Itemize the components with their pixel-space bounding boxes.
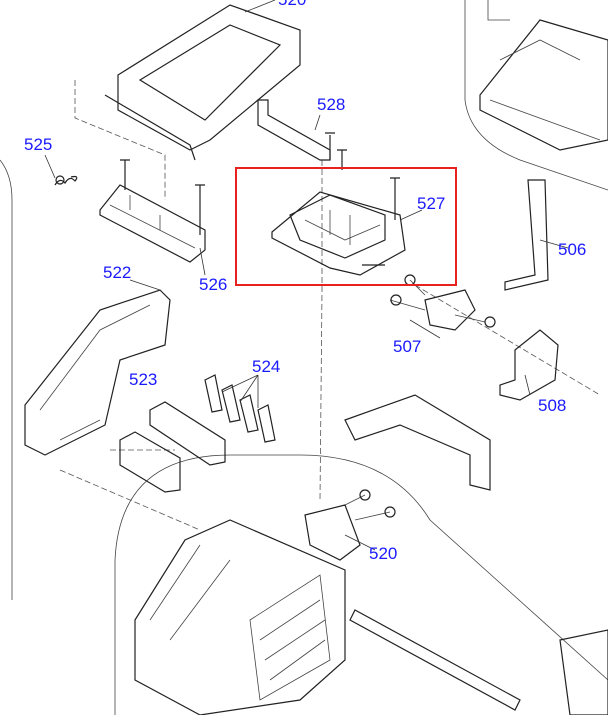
part-508-bracket — [499, 329, 559, 401]
part-528-cable — [257, 99, 347, 170]
part-506-cable — [504, 179, 549, 291]
part-507-sensor — [389, 274, 496, 331]
part-520-board — [304, 489, 396, 561]
label-527[interactable]: 527 — [417, 194, 446, 213]
label-525[interactable]: 525 — [24, 135, 53, 154]
label-528[interactable]: 528 — [317, 95, 346, 114]
frame-bottom-curve — [114, 454, 608, 715]
part-bottom-right — [559, 629, 608, 715]
label-top-clipped: 520 — [278, 0, 306, 8]
label-508[interactable]: 508 — [538, 396, 567, 415]
part-top-right-housing — [479, 0, 608, 151]
frame-right-edge — [464, 0, 608, 191]
part-carriage — [134, 519, 346, 715]
part-guide-rod — [349, 609, 521, 711]
frame-left-edge — [0, 159, 13, 600]
label-506[interactable]: 506 — [558, 240, 587, 259]
part-top-cover — [104, 0, 301, 161]
label-507[interactable]: 507 — [393, 337, 422, 356]
part-middle-tray — [344, 394, 491, 491]
part-524-cartridge-holders — [204, 374, 276, 443]
label-523[interactable]: 523 — [129, 370, 158, 389]
part-525-spring — [54, 175, 78, 186]
label-522[interactable]: 522 — [103, 263, 132, 282]
highlighted-part-527-box — [235, 167, 457, 286]
label-526[interactable]: 526 — [199, 275, 228, 294]
label-520[interactable]: 520 — [369, 544, 398, 563]
part-522-side-frame — [24, 289, 171, 456]
label-524[interactable]: 524 — [252, 357, 281, 376]
part-527-printhead — [271, 177, 406, 276]
part-523 — [119, 401, 226, 493]
part-526-bracket — [99, 159, 206, 263]
